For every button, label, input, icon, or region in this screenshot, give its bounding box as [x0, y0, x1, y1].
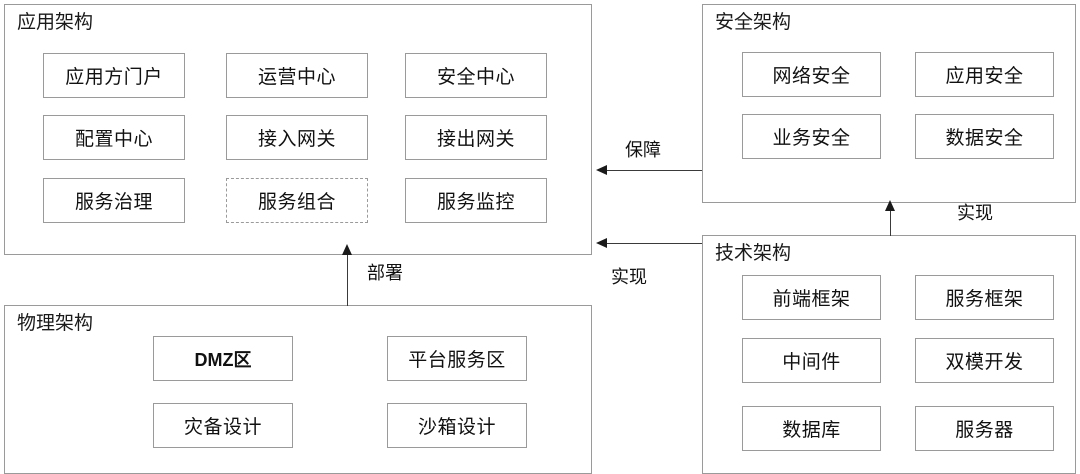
node-server[interactable]: 服务器: [915, 406, 1054, 451]
node-service-monitoring[interactable]: 服务监控: [405, 178, 547, 223]
edge-label-shixian-security: 实现: [957, 203, 993, 223]
node-disaster-recovery-design[interactable]: 灾备设计: [153, 403, 293, 448]
panel-title-physical-architecture: 物理架构: [17, 313, 94, 334]
panel-title-technology-architecture: 技术架构: [715, 243, 792, 264]
node-operation-center[interactable]: 运营中心: [226, 53, 368, 98]
edge-security-to-application-arrow: [596, 165, 607, 175]
panel-technology-architecture[interactable]: 技术架构 前端框架 服务框架 中间件 双模开发 数据库 服务器: [702, 235, 1076, 474]
edge-label-shixian-application: 实现: [611, 267, 647, 287]
edge-label-baozhang: 保障: [625, 140, 661, 160]
edge-technology-to-application-arrow: [596, 238, 607, 248]
node-platform-service-zone[interactable]: 平台服务区: [387, 336, 527, 381]
node-data-security[interactable]: 数据安全: [915, 114, 1054, 159]
node-app-portal[interactable]: 应用方门户: [43, 53, 185, 98]
node-frontend-framework[interactable]: 前端框架: [742, 275, 881, 320]
panel-title-security-architecture: 安全架构: [715, 12, 792, 33]
panel-physical-architecture[interactable]: 物理架构 DMZ区 平台服务区 灾备设计 沙箱设计: [4, 305, 592, 474]
edge-label-bushu: 部署: [367, 263, 403, 283]
edge-technology-to-application-line: [606, 243, 702, 244]
node-bimodal-development[interactable]: 双模开发: [915, 338, 1054, 383]
node-dmz-zone[interactable]: DMZ区: [153, 336, 293, 381]
node-ingress-gateway[interactable]: 接入网关: [226, 115, 368, 160]
edge-physical-to-application-line: [347, 252, 348, 306]
node-security-center[interactable]: 安全中心: [405, 53, 547, 98]
node-application-security[interactable]: 应用安全: [915, 52, 1054, 97]
edge-technology-to-security-arrow: [885, 200, 895, 211]
edge-security-to-application-line: [606, 170, 702, 171]
node-business-security[interactable]: 业务安全: [742, 114, 881, 159]
node-service-governance[interactable]: 服务治理: [43, 178, 185, 223]
node-sandbox-design[interactable]: 沙箱设计: [387, 403, 527, 448]
panel-application-architecture[interactable]: 应用架构 应用方门户 运营中心 安全中心 配置中心 接入网关 接出网关 服务治理…: [4, 4, 592, 255]
panel-security-architecture[interactable]: 安全架构 网络安全 应用安全 业务安全 数据安全: [702, 4, 1076, 203]
edge-technology-to-security-line: [890, 208, 891, 236]
panel-title-application-architecture: 应用架构: [17, 12, 94, 33]
node-egress-gateway[interactable]: 接出网关: [405, 115, 547, 160]
node-network-security[interactable]: 网络安全: [742, 52, 881, 97]
node-middleware[interactable]: 中间件: [742, 338, 881, 383]
node-database[interactable]: 数据库: [742, 406, 881, 451]
edge-physical-to-application-arrow: [342, 244, 352, 255]
node-service-composition[interactable]: 服务组合: [226, 178, 368, 223]
node-service-framework[interactable]: 服务框架: [915, 275, 1054, 320]
node-config-center[interactable]: 配置中心: [43, 115, 185, 160]
